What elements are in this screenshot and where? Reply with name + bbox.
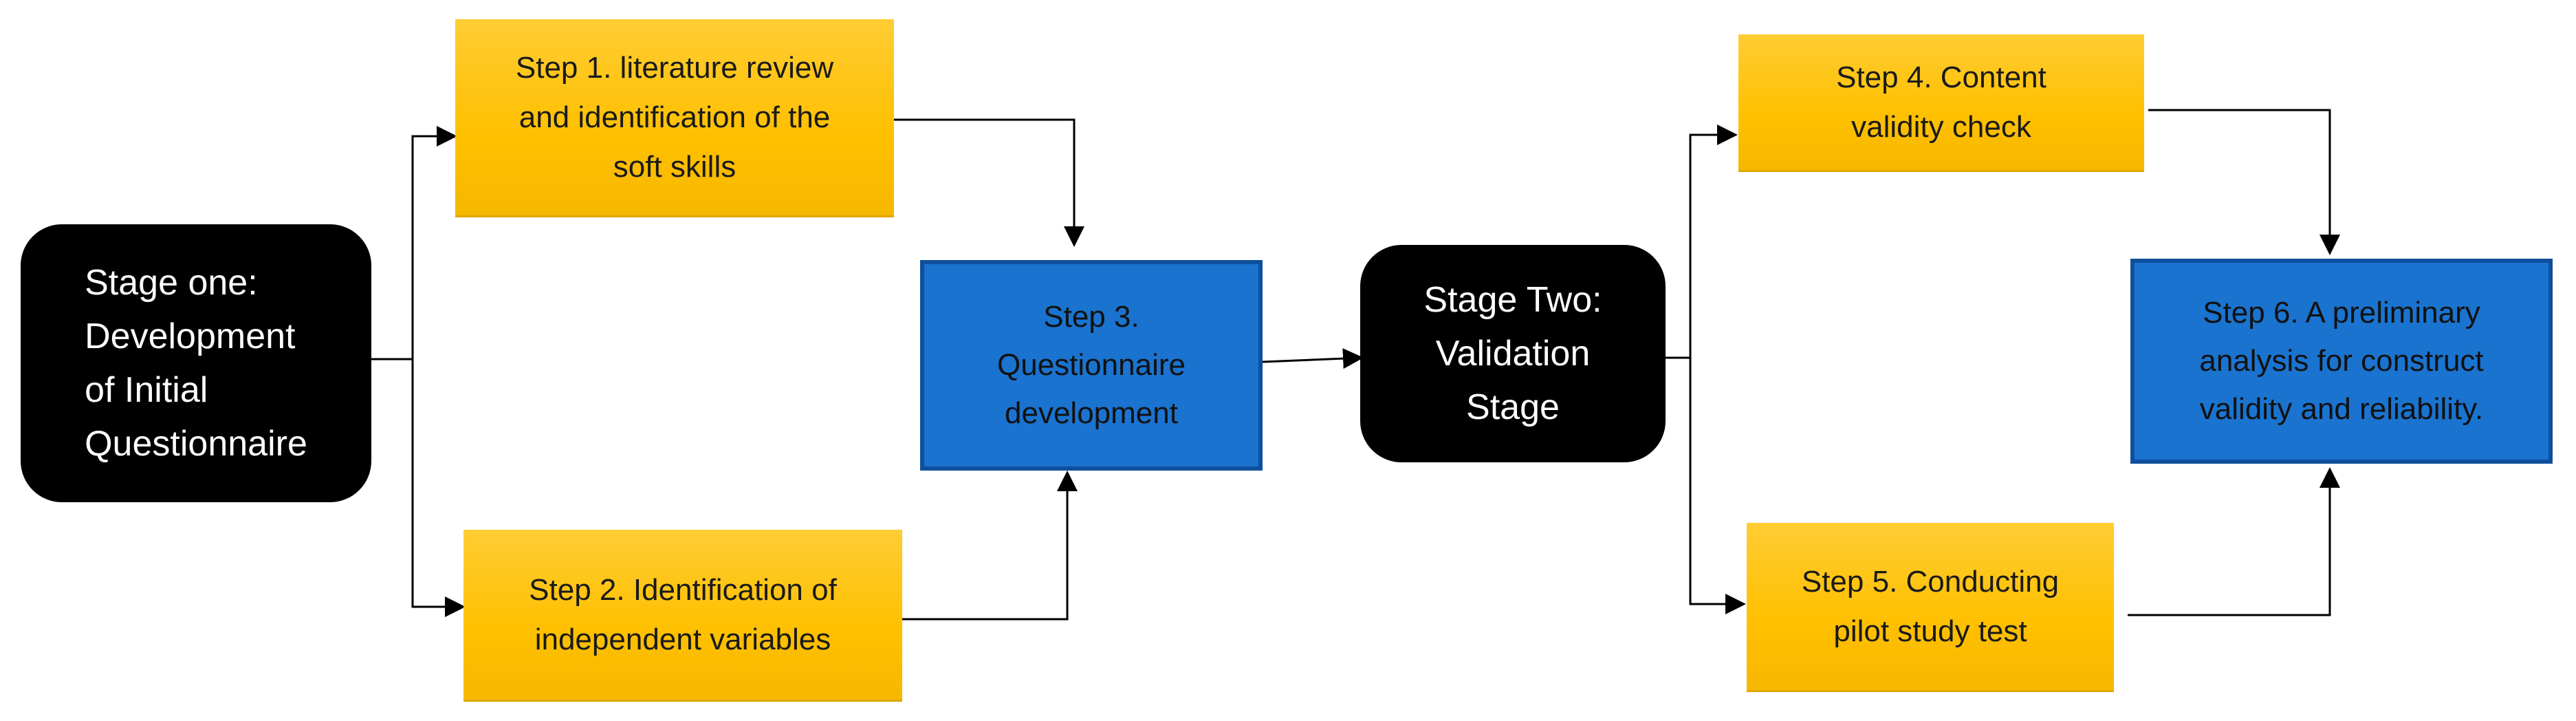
step-5-box: Step 5. Conducting pilot study test xyxy=(1747,523,2114,692)
step-3-label: Step 3. Questionnaire development xyxy=(997,300,1186,430)
step-6-box: Step 6. A preliminary analysis for const… xyxy=(2130,259,2553,464)
stage-two-box: Stage Two: Validation Stage xyxy=(1360,245,1666,462)
connector-step4-to-step6 xyxy=(2148,109,2340,255)
connector-stage1-to-step1 xyxy=(371,126,457,360)
connector-step2-to-step3 xyxy=(902,471,1078,621)
step-1-box: Step 1. literature review and identifica… xyxy=(455,19,894,217)
step-5-label: Step 5. Conducting pilot study test xyxy=(1801,564,2060,648)
connector-stage2-to-step5 xyxy=(1689,358,1746,614)
step-1-label: Step 1. literature review and identifica… xyxy=(515,50,834,184)
connector-step5-to-step6 xyxy=(2128,467,2340,616)
connector-stage2-to-step4 xyxy=(1666,125,1738,359)
step-2-label: Step 2. Identification of independent va… xyxy=(529,572,837,656)
connector-step1-to-step3 xyxy=(894,118,1084,247)
connector-step3-to-stage2 xyxy=(1262,348,1364,369)
step-6-label: Step 6. A preliminary analysis for const… xyxy=(2199,296,2484,426)
stage-one-box: Stage one: Development of Initial Questi… xyxy=(21,224,371,502)
stage-two-label: Stage Two: Validation Stage xyxy=(1423,280,1602,427)
step-2-box: Step 2. Identification of independent va… xyxy=(463,530,902,702)
stage-one-label: Stage one: Development of Initial Questi… xyxy=(85,263,307,464)
step-4-label: Step 4. Content validity check xyxy=(1836,60,2046,144)
step-3-box: Step 3. Questionnaire development xyxy=(920,260,1263,471)
connector-stage1-to-step2 xyxy=(411,359,466,617)
step-4-box: Step 4. Content validity check xyxy=(1738,34,2144,172)
